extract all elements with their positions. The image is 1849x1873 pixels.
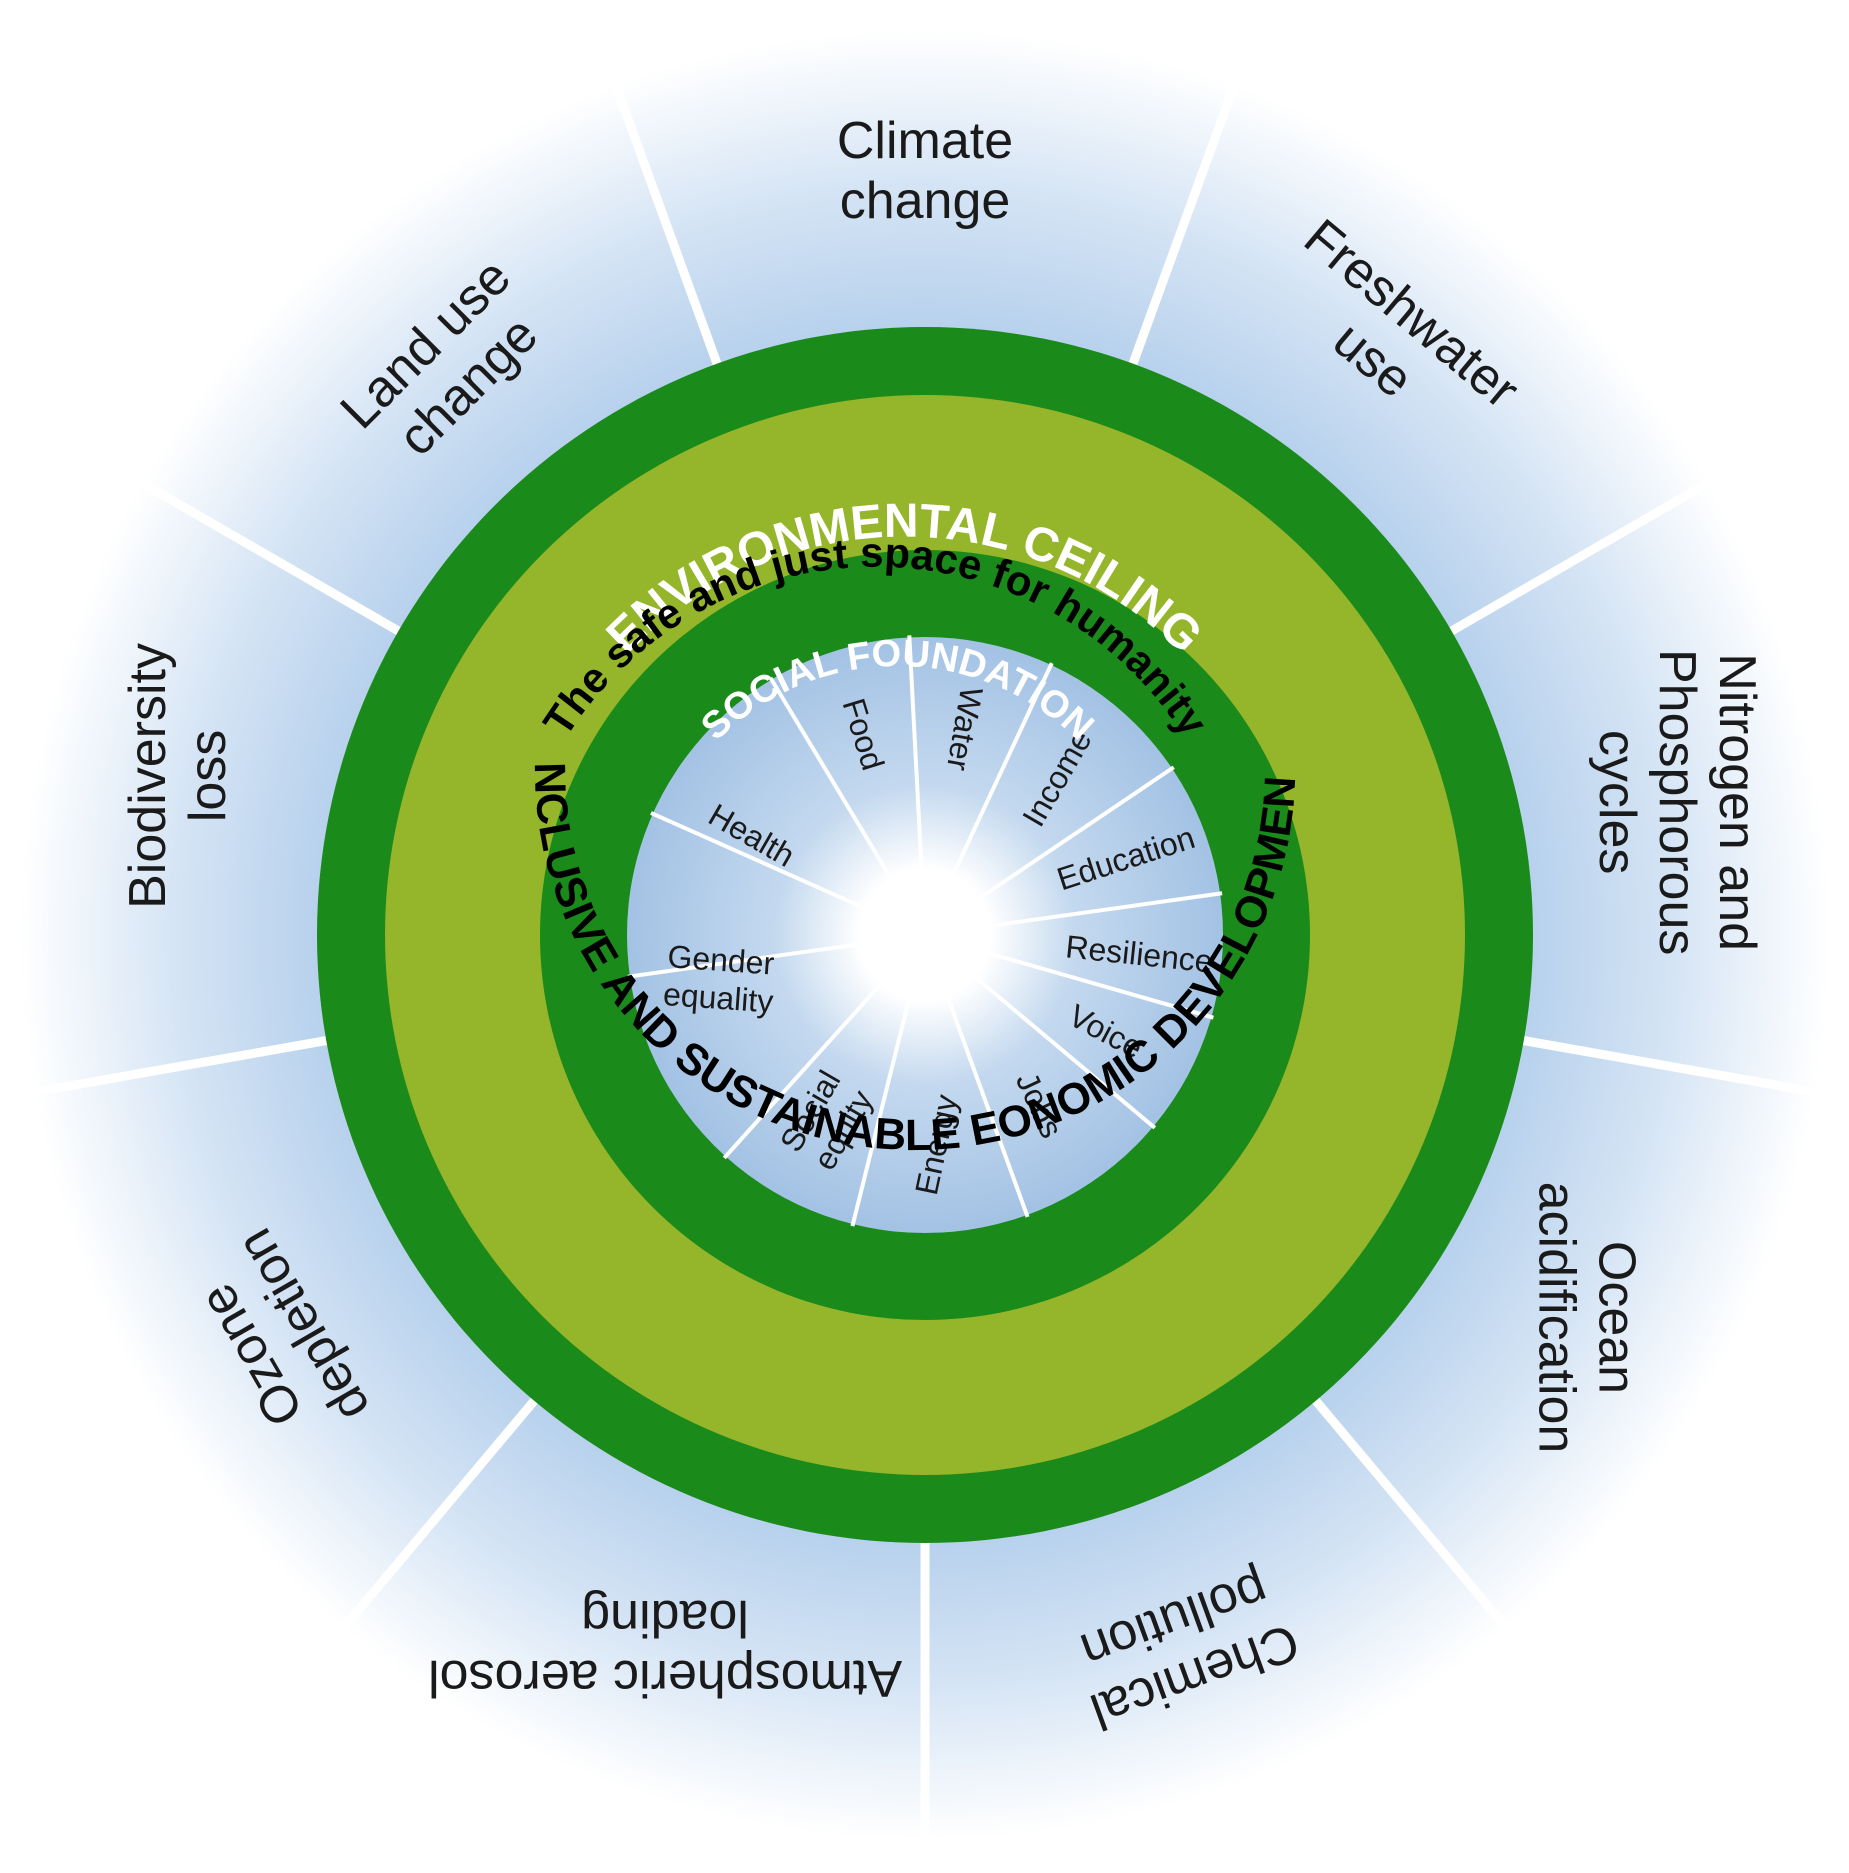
climate-change-label-line: Climate	[837, 112, 1013, 170]
gender-equality-label-line: Gender	[666, 938, 775, 981]
ocean-acidification-label: Oceanacidification	[1527, 1182, 1645, 1454]
atmospheric-aerosol-label-line: Atmospheric aerosol	[428, 1649, 902, 1707]
inner-sector-divider	[936, 971, 1030, 1218]
nitrogen-phosphorous-label: Nitrogen andPhosphorouscycles	[1588, 649, 1766, 955]
outer-sector-divider	[609, 78, 725, 373]
outer-sector-divider	[1515, 1034, 1822, 1098]
biodiversity-loss-label-line: Biodiversity	[119, 643, 177, 909]
ocean-acidification-label-line: acidification	[1527, 1182, 1585, 1454]
inner-sector-divider	[650, 811, 890, 921]
nitrogen-phosphorous-label-line: Phosphorous	[1648, 649, 1706, 955]
outer-sector-divider	[134, 476, 408, 639]
inner-sector-divider	[768, 676, 907, 902]
biodiversity-loss-label: Biodiversityloss	[119, 643, 237, 909]
inner-sector-divider	[964, 891, 1223, 932]
nitrogen-phosphorous-label-line: cycles	[1588, 730, 1646, 874]
outer-sector-divider	[1442, 476, 1716, 639]
atmospheric-aerosol-label-line: loading	[581, 1589, 749, 1647]
inner-sector-divider	[627, 938, 886, 979]
outer-ring-dividers	[28, 78, 1822, 1845]
gender-equality-label-line: equality	[662, 976, 775, 1020]
biodiversity-loss-label-line: loss	[179, 730, 237, 822]
outer-sector-divider	[1307, 1391, 1514, 1635]
gender-equality-label: Genderequality	[662, 938, 777, 1020]
inner-sector-divider	[722, 963, 900, 1160]
climate-change-label-line: change	[840, 172, 1011, 230]
inner-sector-divider	[940, 662, 1054, 900]
outer-sector-divider	[28, 1034, 335, 1098]
outer-sector-divider	[1125, 78, 1241, 373]
inner-sector-divider	[850, 973, 918, 1227]
inner-sector-divider	[954, 959, 1157, 1130]
inner-disc-dividers	[627, 635, 1223, 1227]
inner-sector-divider	[957, 765, 1175, 915]
inner-sector-divider	[907, 635, 925, 896]
ocean-acidification-label-line: Ocean	[1587, 1241, 1645, 1394]
nitrogen-phosphorous-label-line: Nitrogen and	[1708, 653, 1766, 951]
outer-sector-divider	[336, 1391, 543, 1635]
atmospheric-aerosol-label: Atmospheric aerosolloading	[428, 1589, 902, 1707]
inner-sector-divider	[962, 944, 1214, 1020]
social-needs-disc	[627, 637, 1223, 1233]
